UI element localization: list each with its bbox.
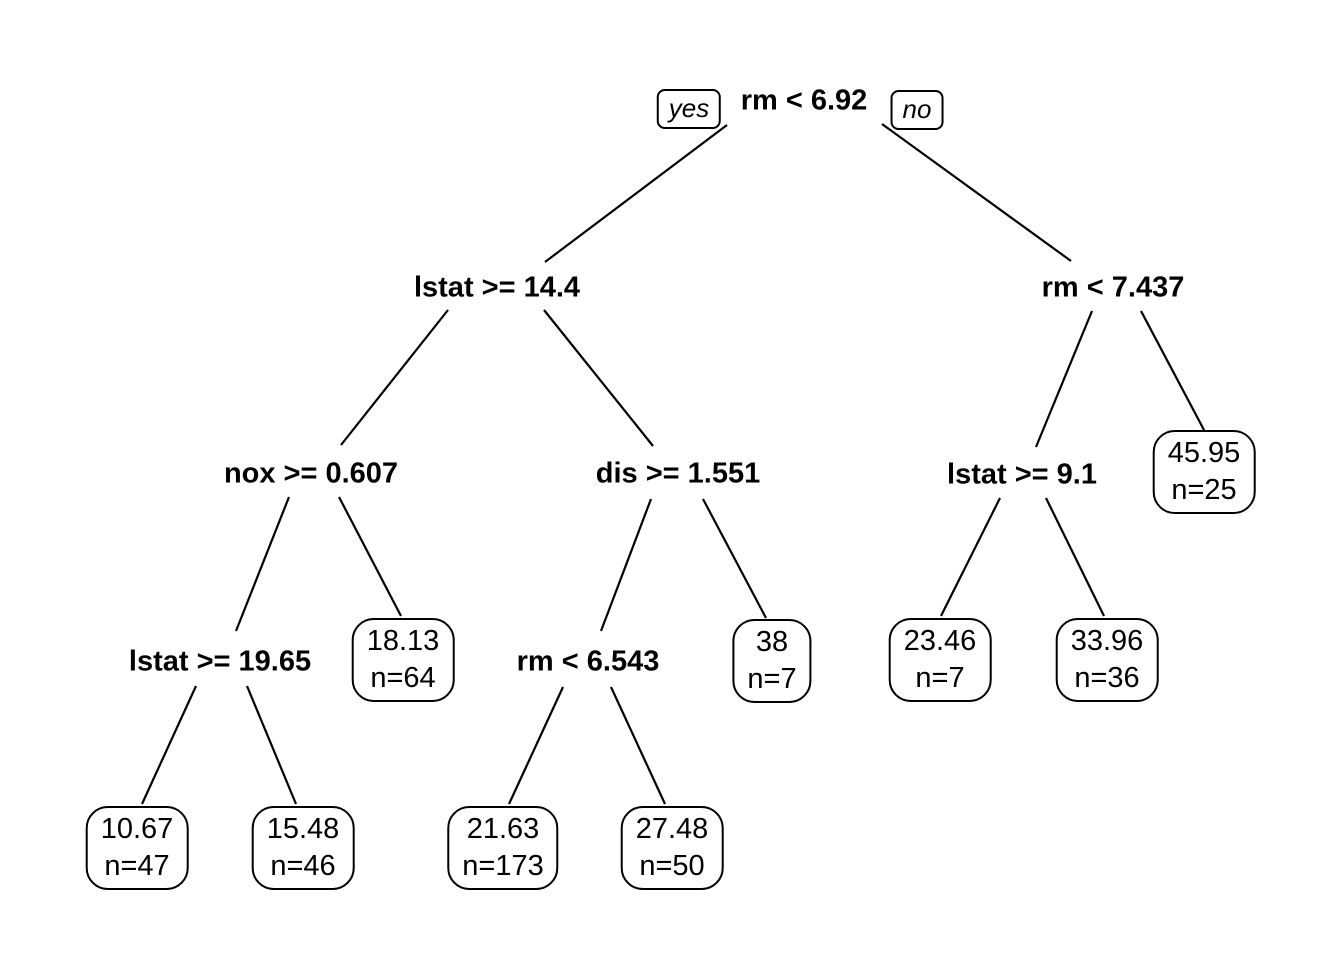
leaf-count: n=7 [915,662,965,694]
split-node-label: dis >= 1.551 [595,457,761,490]
leaf-node-leaf-27-48: 27.48 n=50 [620,806,724,890]
tree-edge-11 [1045,497,1105,617]
split-node-label: rm < 7.437 [1041,271,1185,304]
tree-edge-1 [881,123,1072,262]
tree-edge-5 [1140,310,1205,431]
tree-edge-8 [599,498,653,632]
leaf-count: n=36 [1074,662,1140,694]
leaf-value: 21.63 [466,813,540,845]
leaf-value: 33.96 [1070,625,1144,657]
leaf-node-leaf-33-96: 33.96 n=36 [1055,618,1159,702]
split-node-lstat-19-65: lstat >= 19.65 [128,645,312,678]
leaf-value: 15.48 [266,813,340,845]
split-node-label: rm < 6.92 [740,84,868,117]
tree-edge-0 [544,124,728,263]
leaf-node-leaf-18-13: 18.13 n=64 [351,618,455,702]
tree-edge-15 [610,686,666,805]
split-node-label: lstat >= 9.1 [947,458,1097,491]
split-node-lstat-14-4: lstat >= 14.4 [413,271,581,304]
leaf-count: n=47 [104,850,170,882]
leaf-node-leaf-15-48: 15.48 n=46 [251,806,355,890]
tree-edge-2 [340,309,449,446]
leaf-count: n=7 [747,663,797,695]
leaf-value: 38 [755,626,789,658]
leaf-node-leaf-23-46: 23.46 n=7 [888,618,992,702]
tree-edge-6 [234,496,291,632]
leaf-node-leaf-10-67: 10.67 n=47 [85,806,189,890]
split-node-rm-7-437: rm < 7.437 [1041,271,1185,304]
split-node-label: nox >= 0.607 [223,457,399,490]
tree-edge-14 [508,686,564,805]
split-node-root: rm < 6.92 [740,84,868,117]
split-node-label: rm < 6.543 [516,645,660,678]
branch-tag-no: no [890,90,944,130]
leaf-node-leaf-21-63: 21.63 n=173 [447,806,559,890]
tree-edge-13 [245,685,298,805]
tree-edge-3 [543,309,654,447]
split-node-label: lstat >= 14.4 [413,271,581,304]
split-node-dis-1-551: dis >= 1.551 [595,457,761,490]
leaf-value: 10.67 [100,813,174,845]
leaf-value: 45.95 [1167,437,1241,469]
tree-edge-10 [940,497,1001,617]
tree-edge-4 [1034,310,1094,448]
leaf-value: 18.13 [366,625,440,657]
leaf-value: 27.48 [635,813,709,845]
leaf-node-leaf-45-95: 45.95 n=25 [1152,430,1256,514]
branch-tag-yes: yes [656,89,722,129]
leaf-count: n=25 [1171,474,1237,506]
tree-edge-12 [140,685,198,805]
split-node-lstat-9-1: lstat >= 9.1 [947,458,1097,491]
leaf-count: n=173 [462,850,544,882]
leaf-count: n=64 [370,662,436,694]
leaf-count: n=46 [270,850,336,882]
leaf-value: 23.46 [903,625,977,657]
split-node-rm-6-543: rm < 6.543 [516,645,660,678]
leaf-count: n=50 [639,850,705,882]
split-node-nox-0-607: nox >= 0.607 [223,457,399,490]
split-node-label: lstat >= 19.65 [128,645,312,678]
tree-edge-9 [702,498,767,619]
tree-edge-7 [338,496,402,617]
